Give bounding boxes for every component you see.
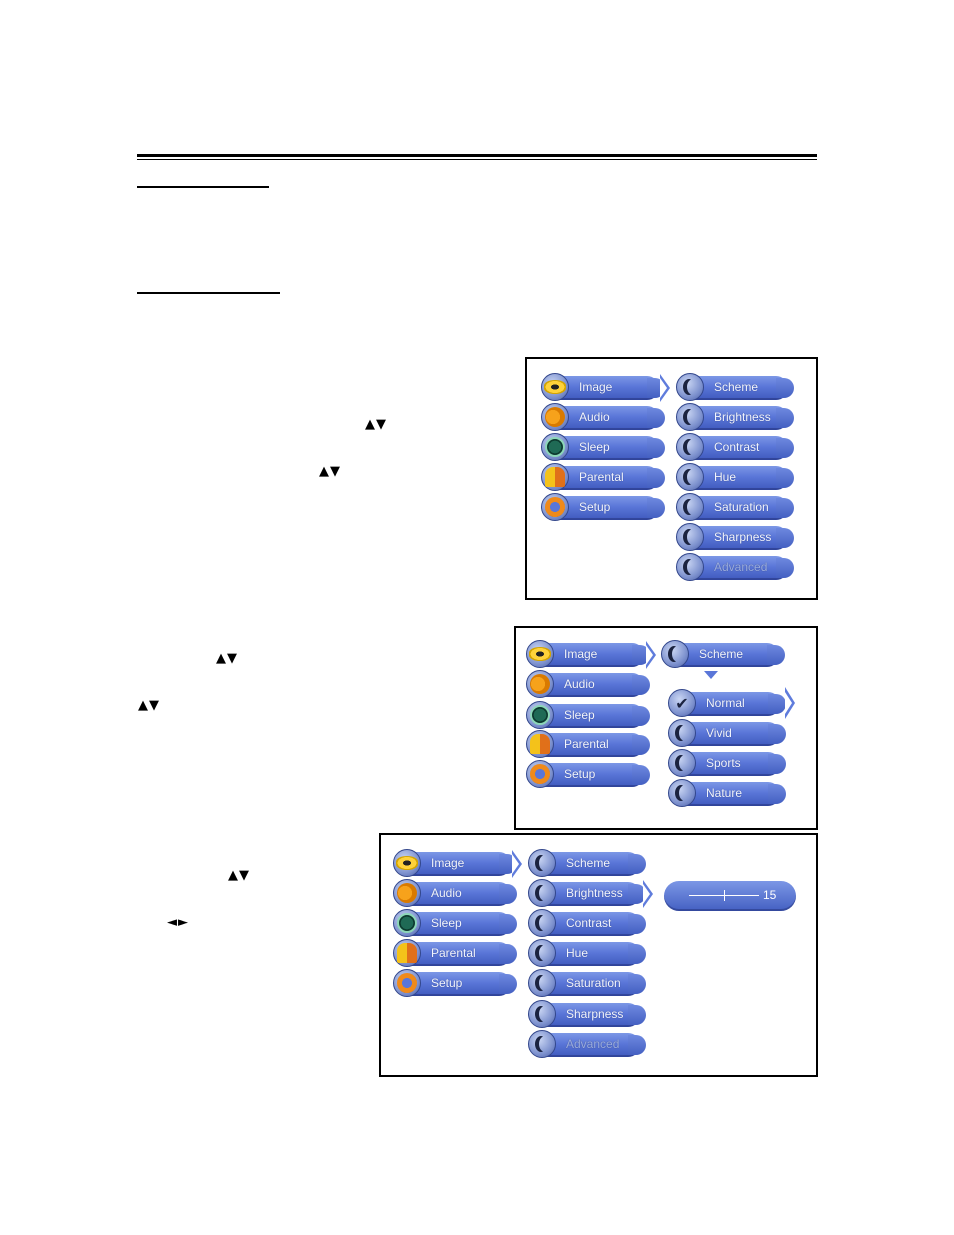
speaker-icon <box>541 403 569 431</box>
up-down-arrows-3: ▲▼ <box>216 651 238 666</box>
main-menu-item-audio[interactable]: Audio <box>541 403 665 433</box>
slider-knob[interactable] <box>724 890 725 901</box>
menu-panel-scheme: Image Audio Sleep Parental Setup Scheme … <box>514 626 818 830</box>
parental-icon <box>541 463 569 491</box>
parental-icon <box>526 730 554 758</box>
clock-icon <box>393 909 421 937</box>
up-down-arrows-4: ▲▼ <box>138 698 160 713</box>
clock-icon <box>541 433 569 461</box>
image-menu-item-advanced: Advanced <box>676 553 794 583</box>
section-heading-underline-2 <box>137 292 280 294</box>
image-menu-item-sharpness[interactable]: Sharpness <box>676 523 794 553</box>
main-menu-item-image[interactable]: Image <box>526 640 650 670</box>
image-menu-item-sharpness[interactable]: Sharpness <box>528 1000 646 1030</box>
check-icon: ✔ <box>668 689 696 717</box>
image-menu-item-brightness[interactable]: Brightness <box>528 879 646 909</box>
main-menu-item-audio[interactable]: Audio <box>526 670 650 700</box>
up-down-arrows-5: ▲▼ <box>228 868 250 883</box>
main-menu-item-image[interactable]: Image <box>393 849 517 879</box>
speaker-icon <box>526 670 554 698</box>
main-menu-item-sleep[interactable]: Sleep <box>541 433 665 463</box>
main-menu-item-setup[interactable]: Setup <box>526 760 650 790</box>
main-menu-item-setup[interactable]: Setup <box>541 493 665 523</box>
image-menu-item-saturation[interactable]: Saturation <box>676 493 794 523</box>
image-menu-item-scheme[interactable]: Scheme <box>528 849 646 879</box>
eye-icon <box>526 640 554 668</box>
setup-icon <box>393 969 421 997</box>
setup-icon <box>541 493 569 521</box>
moon-icon <box>668 719 696 747</box>
up-down-arrows-2: ▲▼ <box>319 464 341 479</box>
moon-icon <box>528 909 556 937</box>
clock-icon <box>526 701 554 729</box>
moon-icon <box>668 749 696 777</box>
moon-icon <box>528 879 556 907</box>
speaker-icon <box>393 879 421 907</box>
main-menu-item-parental[interactable]: Parental <box>393 939 517 969</box>
main-menu-item-sleep[interactable]: Sleep <box>393 909 517 939</box>
brightness-slider[interactable]: 15 <box>664 881 796 911</box>
image-menu-item-contrast[interactable]: Contrast <box>528 909 646 939</box>
moon-icon <box>668 779 696 807</box>
image-menu-item-advanced: Advanced <box>528 1030 646 1060</box>
moon-icon <box>528 849 556 877</box>
image-menu-item-saturation[interactable]: Saturation <box>528 969 646 999</box>
scheme-option-vivid[interactable]: Vivid <box>668 719 786 749</box>
main-menu-item-image[interactable]: Image <box>541 373 665 403</box>
moon-icon <box>528 1030 556 1058</box>
image-menu-item-scheme[interactable]: Scheme <box>676 373 794 403</box>
scheme-option-normal[interactable]: ✔ Normal <box>668 689 786 719</box>
brightness-value: 15 <box>763 888 777 902</box>
main-menu-item-parental[interactable]: Parental <box>526 730 650 760</box>
moon-icon <box>528 939 556 967</box>
scheme-option-nature[interactable]: Nature <box>668 779 786 809</box>
moon-icon <box>676 523 704 551</box>
callout-pointer <box>704 671 718 679</box>
section-heading-underline-1 <box>137 186 269 188</box>
moon-icon <box>676 553 704 581</box>
main-menu-item-audio[interactable]: Audio <box>393 879 517 909</box>
header-rule-thin <box>137 159 817 160</box>
moon-icon <box>676 433 704 461</box>
parental-icon <box>393 939 421 967</box>
moon-icon <box>676 493 704 521</box>
image-menu-item-hue[interactable]: Hue <box>676 463 794 493</box>
up-down-arrows-1: ▲▼ <box>365 417 387 432</box>
menu-panel-brightness: Image Audio Sleep Parental Setup Scheme … <box>379 833 818 1077</box>
scheme-header: Scheme <box>661 640 785 670</box>
image-menu-item-brightness[interactable]: Brightness <box>676 403 794 433</box>
moon-icon <box>528 969 556 997</box>
moon-icon <box>676 463 704 491</box>
menu-panel-image: Image Audio Sleep Parental Setup Scheme … <box>525 357 818 600</box>
eye-icon <box>541 373 569 401</box>
scheme-option-sports[interactable]: Sports <box>668 749 786 779</box>
main-menu-item-sleep[interactable]: Sleep <box>526 701 650 731</box>
moon-icon <box>528 1000 556 1028</box>
setup-icon <box>526 760 554 788</box>
moon-icon <box>676 373 704 401</box>
main-menu-item-parental[interactable]: Parental <box>541 463 665 493</box>
header-rule-thick <box>137 154 817 157</box>
main-menu-item-setup[interactable]: Setup <box>393 969 517 999</box>
image-menu-item-contrast[interactable]: Contrast <box>676 433 794 463</box>
left-right-arrows: ◄► <box>167 915 189 930</box>
image-menu-item-hue[interactable]: Hue <box>528 939 646 969</box>
eye-icon <box>393 849 421 877</box>
moon-icon <box>676 403 704 431</box>
moon-icon <box>661 640 689 668</box>
